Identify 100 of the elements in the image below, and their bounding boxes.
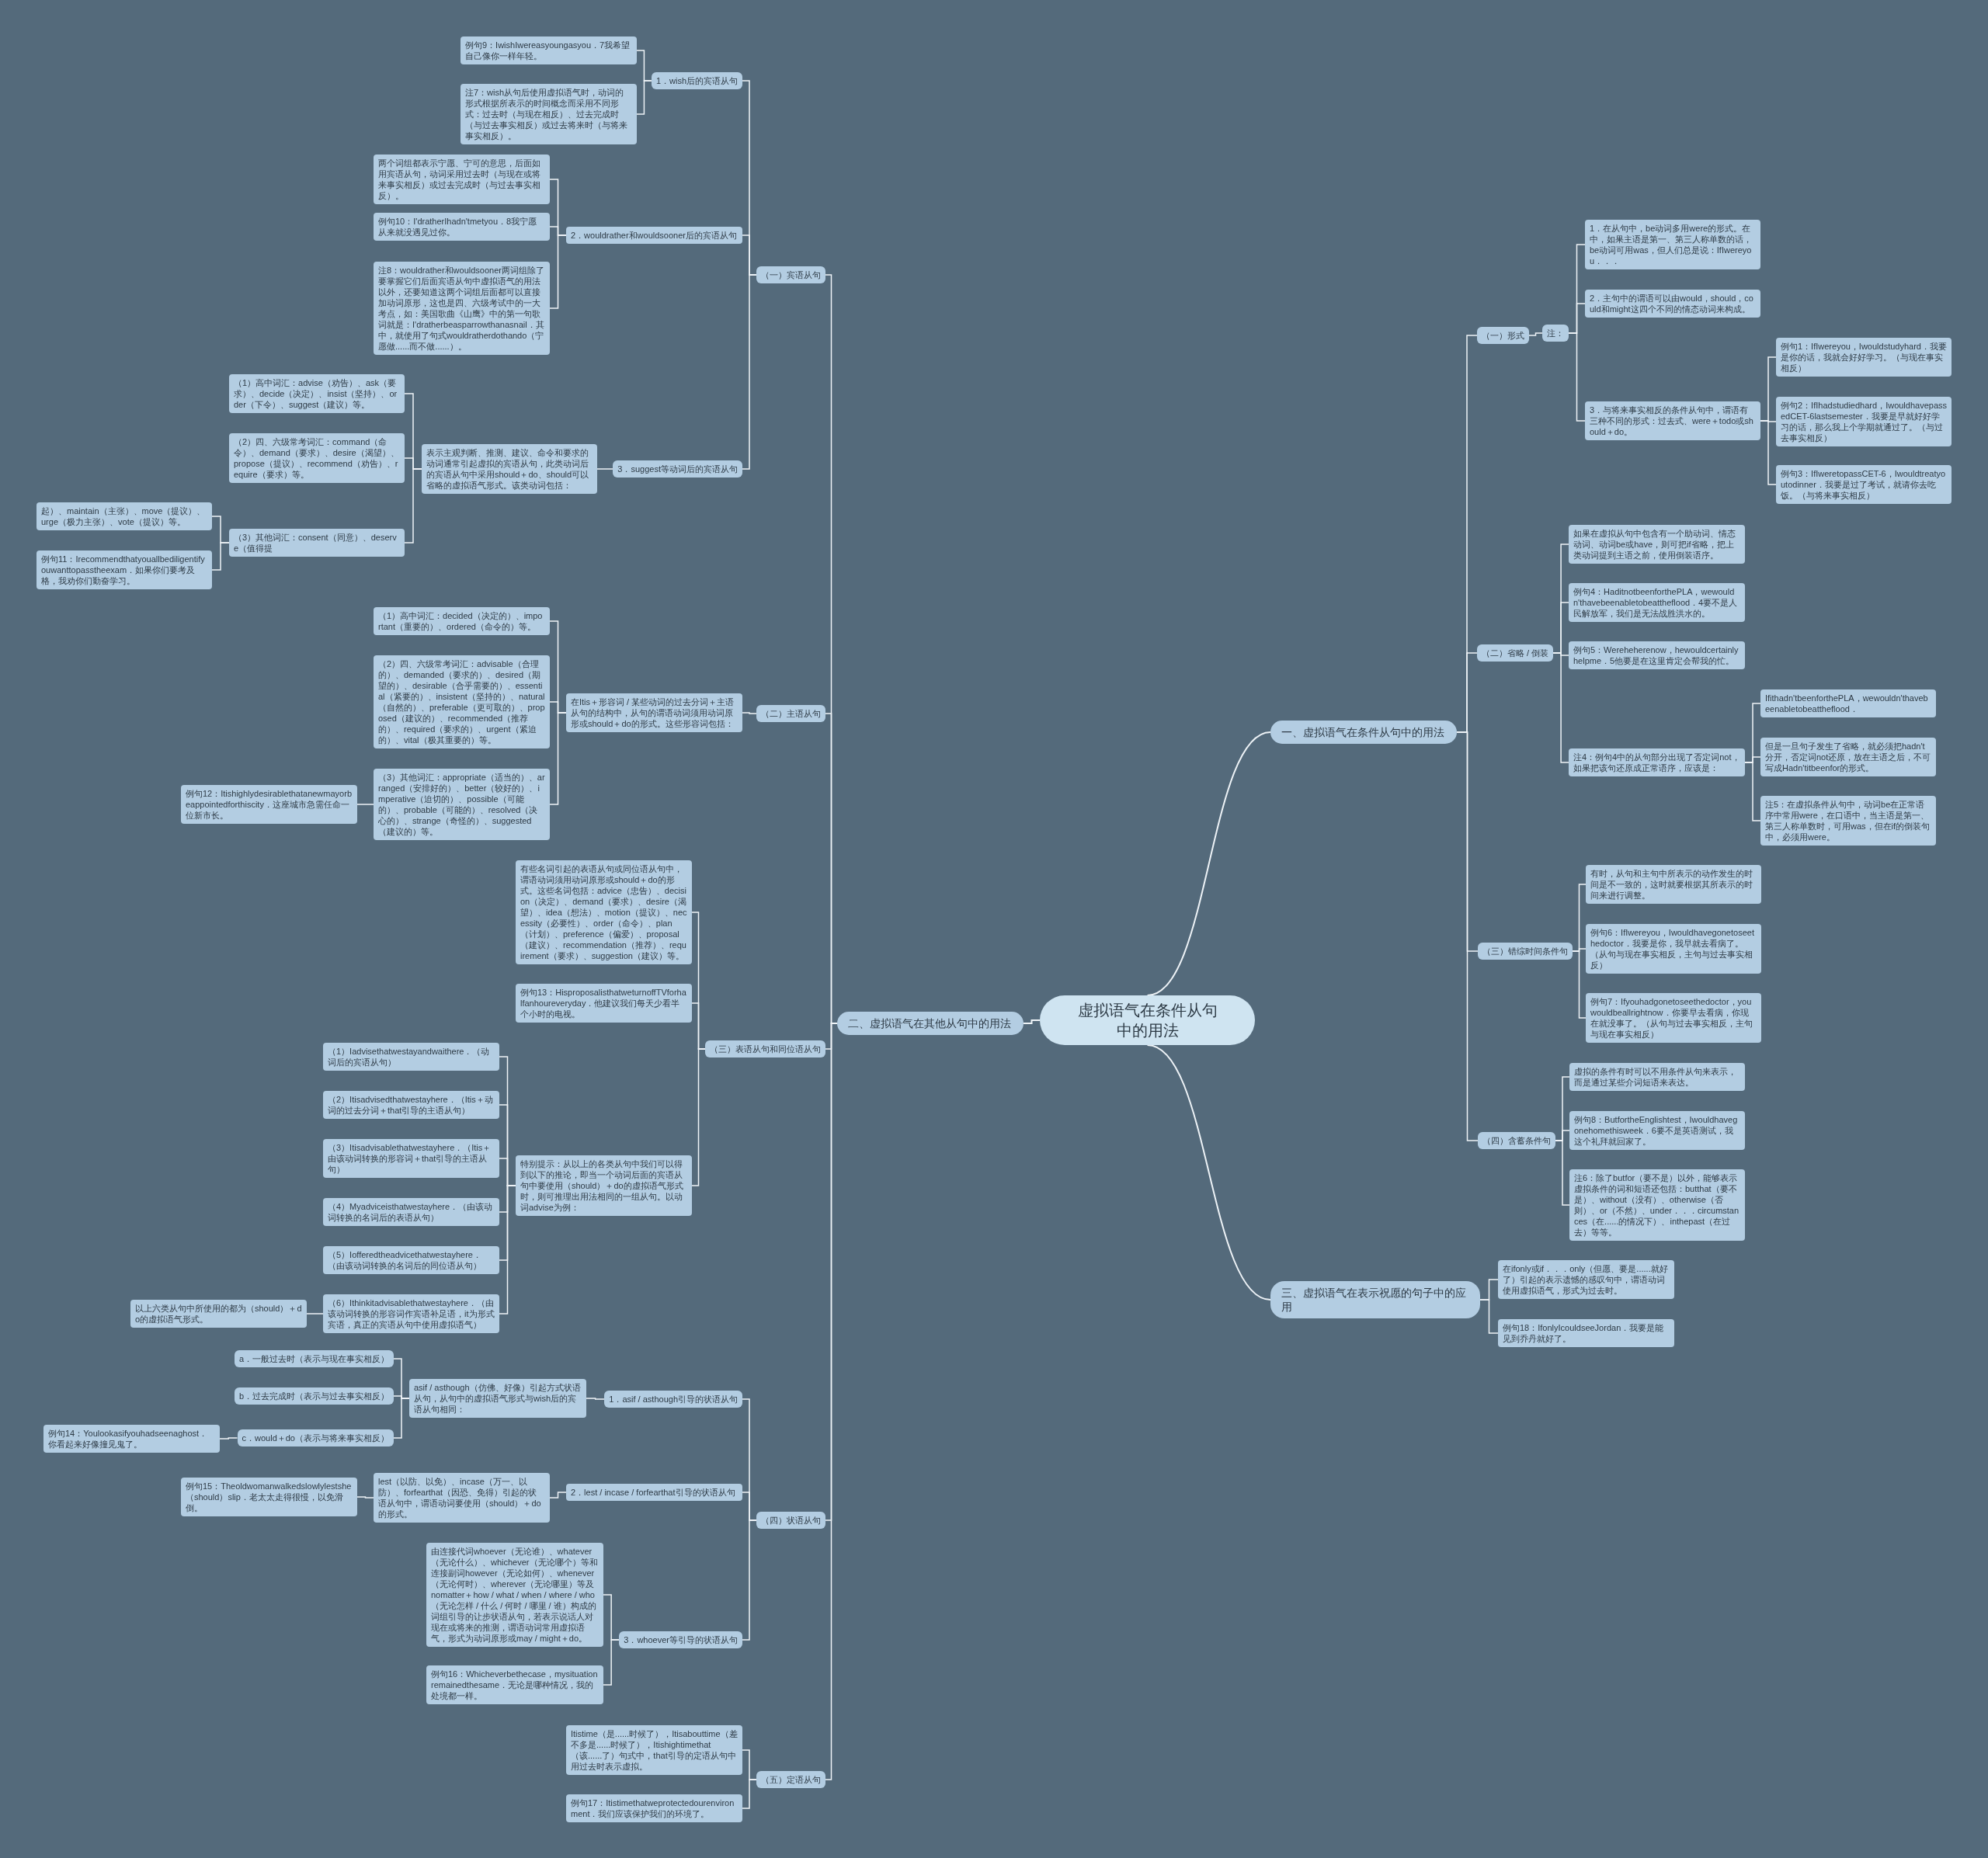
note-box: 在ifonly或if．．．only（但愿、要是......就好了）引起的表示遗憾的感叹句中，谓语动词使用虚拟语气，形式为过去时。 [1498, 1260, 1674, 1299]
connector-line [549, 1492, 567, 1499]
note-box: （6）Ithinkitadvisablethatwestayhere．（由该动词转换的形容词作宾语补足语，it为形式宾语，真正的宾语从句中使用虚拟语气） [323, 1294, 499, 1333]
connector-line [1760, 420, 1777, 485]
connector-line [691, 1048, 706, 1186]
connector-line [1146, 731, 1271, 996]
note-box: 注7：wish从句后使用虚拟语气时，动词的形式根据所表示的时间概念而采用不同形式：过去时（与现在相反）、过去完成时（与过去事实相反）或过去将来时（与将来事实相反）。 [461, 84, 637, 144]
note-box: 例句16：Whicheverbethecase，mysituationremainedthesame．无论是哪种情况，我的处境都一样。 [426, 1665, 603, 1704]
connector-line [393, 1398, 410, 1439]
note-box: 例句4：HaditnotbeenforthePLA，wewouldn'thavebeenabletobeattheflood．4要不是人民解放军，我们是无法战胜洪水的。 [1569, 583, 1745, 622]
subtopic-label: a．一般过去时（表示与现在事实相反） [234, 1350, 394, 1367]
connector-line [596, 468, 614, 470]
connector-line [404, 468, 422, 544]
subtopic-label: （一）宾语从句 [756, 266, 825, 283]
connector-line [356, 804, 374, 805]
note-box: 例句5：Wereheherenow，hewouldcertainlyhelpme．5他要是在这里肯定会帮我的忙。 [1569, 641, 1745, 669]
note-box: （3）其他词汇：appropriate（适当的）、arranged（安排好的）、better（较好的）、imperative（迫切的）、possible（可能的）、probable（可能的）、resolved（决心的）、strange（奇怪的）、suggested（建议的）等。 [374, 769, 550, 840]
note-box: 例句1：IfIwereyou，Iwouldstudyhard．我要是你的话，我就会好好学习。（与现在事实相反） [1776, 338, 1952, 377]
note-box: 两个词组都表示宁愿、宁可的意思，后面如用宾语从句，动词采用过去时（与现在或将来事实相反）或过去完成时（与过去事实相反）。 [374, 155, 550, 204]
note-box: 表示主观判断、推测、建议、命令和要求的动词通常引起虚拟的宾语从句，此类动词后的宾语从句中采用should＋do、should可以省略的虚拟语气形式。该类动词包括： [422, 444, 597, 494]
note-box: （2）Itisadvisedthatwestayhere．（Itis＋动词的过去分词＋that引导的主语从句） [323, 1091, 499, 1119]
branch-topic: 一、虚拟语气在条件从句中的用法 [1270, 721, 1457, 744]
note-box: 但是一旦句子发生了省略，就必须把hadn't分开，否定词not还原，放在主语之后，不可写成Hadn'titbeenfor的形式。 [1760, 738, 1936, 776]
note-box: 如果在虚拟从句中包含有一个助动词、情态动词、动词be或have，则可把if省略，把上类动词提到主语之前，使用倒装语序。 [1569, 525, 1745, 564]
subtopic-label: 1．asif / asthough引导的状语从句 [604, 1391, 742, 1408]
note-box: （3）其他词汇：consent（同意）、deserve（值得提 [229, 529, 405, 557]
subtopic-label: 注： [1542, 325, 1569, 342]
note-box: 例句15：Theoldwomanwalkedslowlylestshe（should）slip．老太太走得很慢，以免滑倒。 [181, 1478, 357, 1516]
subtopic-label: （一）形式 [1477, 327, 1529, 344]
connector-line [1479, 1299, 1499, 1334]
note-box: 例句13：HisproposalisthatweturnoffTVforhalfanhoureveryday．他建议我们每天少看半个小时的电视。 [516, 984, 692, 1023]
note-box: （2）四、六级常考词汇：advisable（合理的）、demanded（要求的）、desired（期望的）、desirable（合乎需要的）、essential（紧要的）、insistent（坚持的）、natural（自然的）、preferable（更可取的）、proposed（建议的）、recommended（推荐的）、required（要求的）、urgent（紧迫的）、vital（极其重要的）等。 [374, 655, 550, 748]
subtopic-label: c．would＋do（表示与将来事实相反） [237, 1429, 394, 1446]
note-box: （1）高中词汇：advise（劝告）、ask（要求）、decide（决定）、insist（坚持）、order（下令）、suggest（建议）等。 [229, 374, 405, 413]
note-box: （2）四、六级常考词汇：command（命令）、demand（要求）、desire（渴望）、propose（提议）、recommend（劝告）、require（要求）等。 [229, 433, 405, 483]
note-box: （5）Iofferedtheadvicethatwestayhere．（由该动词转换的名词后的同位语从句） [323, 1246, 499, 1274]
subtopic-label: （四）含蓄条件句 [1478, 1132, 1555, 1149]
subtopic-label: （二）省略 / 倒装 [1477, 644, 1554, 662]
connector-line [306, 1313, 324, 1314]
connector-line [1744, 762, 1761, 821]
subtopic-label: b．过去完成时（表示与过去事实相反） [234, 1387, 394, 1405]
subtopic-label: 1．wish后的宾语从句 [651, 72, 742, 89]
note-box: 例句17：Itistimethatweprotectedourenvironment．我们应该保护我们的环境了。 [566, 1794, 742, 1822]
branch-topic: 二、虚拟语气在其他从句中的用法 [837, 1012, 1024, 1035]
note-box: 例句18：IfonlyIcouldseeJordan．我要是能见到乔丹就好了。 [1498, 1319, 1674, 1347]
subtopic-label: （三）表语从句和同位语从句 [705, 1040, 825, 1057]
subtopic-label: 3．whoever等引导的状语从句 [619, 1631, 742, 1648]
note-box: 以上六类从句中所使用的都为（should）＋do的虚拟语气形式。 [130, 1300, 307, 1328]
note-box: 特别提示：从以上的各类从句中我们可以得到以下的推论，即当一个动词后面的宾语从句中要使用（should）＋do的虚拟语气形式时，则可推理出用法相同的一组从句。以动词advise为例： [516, 1155, 692, 1216]
note-box: 例句12：Itishighlydesirablethatanewmayorbeappointedforthiscity．这座城市急需任命一位新市长。 [181, 785, 357, 824]
connector-line [1555, 1140, 1570, 1206]
note-box: 2．wouldrather和wouldsooner后的宾语从句 [566, 227, 742, 244]
note-box: asif / asthough（仿佛、好像）引起方式状语从句，从句中的虚拟语气形式与wish后的宾语从句相同： [409, 1379, 586, 1418]
note-box: lest（以防、以免）、incase（万一、以防）、forfearthat（因恐、免得）引起的状语从句中，谓语动词要使用（should）＋do的形式。 [374, 1473, 550, 1523]
connector-line [549, 234, 567, 309]
note-box: Itistime（是......时候了），Itisabouttime（差不多是......时候了），Itishightimethat（该......了）句式中，that引导的定语从句中用过去时表示虚拟。 [566, 1725, 742, 1775]
connector-line [1023, 1019, 1041, 1024]
note-box: Ifithadn'tbeenforthePLA，wewouldn'thavebeenabletobeattheflood． [1760, 689, 1936, 717]
note-box: 例句10：I'dratherIhadn'tmetyou．8我宁愿从来就没遇见过你。 [374, 213, 550, 241]
note-box: 有些名词引起的表语从句或同位语从句中，谓语动词须用动词原形或should＋do的形式。这些名词包括：advice（忠告）、decision（决定）、demand（要求）、desire（渴望）、idea（想法）、motion（提议）、necessity（必要性）、order（命令）、plan（计划）、preference（偏爱）、proposal（建议）、recommendation（推荐）、requirement（要求）、suggestion（建议）等。 [516, 860, 692, 964]
note-box: 在Itis＋形容词 / 某些动词的过去分词＋主语从句的结构中，从句的谓语动词须用动词原形或should＋do的形式。这些形容词包括： [566, 693, 742, 732]
note-box: 有时，从句和主句中所表示的动作发生的时间是不一致的，这时就要根据其所表示的时间来进行调整。 [1586, 865, 1761, 904]
note-box: 起）、maintain（主张）、move（提议）、urge（极力主张）、vote（提议）等。 [36, 502, 212, 530]
note-box: 例句6：IfIwereyou，Iwouldhavegonetoseethedoctor．我要是你，我早就去看病了。（从句与现在事实相反，主句与过去事实相反） [1586, 924, 1761, 974]
subtopic-label: （五）定语从句 [756, 1771, 825, 1788]
central-topic: 虚拟语气在条件从句中的用法 [1040, 995, 1255, 1045]
note-box: 注6：除了butfor（要不是）以外，能够表示虚拟条件的词和短语还包括：butthat（要不是）、without（没有）、otherwise（否则）、or（不然）、under．．．circumstances（在......的情况下）、inthepast（在过去）等等。 [1569, 1169, 1745, 1241]
note-box: 例句8：ButfortheEnglishtest，Iwouldhavegonehomethisweek．6要不是英语测试，我这个礼拜就回家了。 [1569, 1111, 1745, 1150]
note-box: 例句7：Ifyouhadgonetoseethedoctor，youwouldbeallrightnow．你要早去看病，你现在就没事了。（从句与过去事实相反，主句与现在事实相反） [1586, 993, 1761, 1043]
note-box: 例句11：Irecommendthatyouallbediligentifyouwanttopasstheexam．如果你们要考及格，我劝你们勤奋学习。 [36, 550, 212, 589]
note-box: 注5：在虚拟条件从句中，动词be在正常语序中常用were，在口语中，当主语是第一、第三人称单数时，可用was，但在if的倒装句中，必须用were。 [1760, 796, 1936, 846]
note-box: 例句9：IwishIwereasyoungasyou．7我希望自己像你一样年轻。 [461, 36, 637, 64]
note-box: 注4：例句4中的从句部分出现了否定词not，如果把该句还原成正常语序，应该是： [1569, 748, 1745, 776]
note-box: （3）Itisadvisablethatwestayhere．（Itis＋由该动词转换的形容词＋that引导的主语从句） [323, 1139, 499, 1178]
note-box: 例句14：Youlookasifyouhadseenaghost．你看起来好像撞见鬼了。 [43, 1425, 220, 1453]
connector-line [1568, 332, 1586, 422]
subtopic-label: （二）主语从句 [756, 705, 825, 722]
connector-line [499, 1185, 516, 1314]
connector-line [1146, 1044, 1271, 1301]
connector-line [742, 712, 757, 714]
note-box: 例句2：IfIhadstudiedhard，IwouldhavepassedCET-6lastsemester．我要是早就好好学习的话，那么我上个学期就通过了。（与过去事实相反） [1776, 397, 1952, 446]
branch-topic: 三、虚拟语气在表示祝愿的句子中的应用 [1270, 1281, 1480, 1318]
connector-line [1572, 950, 1587, 1019]
note-box: 注8：wouldrather和wouldsooner两词组除了要掌握它们后面宾语从句中虚拟语气的用法以外，还要知道这两个词组后面都可以直接加动词原形，这也是四、六级考试中的一大考点，如：美国歌曲《山鹰》中的第一句歌词就是：I'dratherbeasparrowthanasnail．其中，就使用了句式wouldratherdothando（宁愿做......而不做......）。 [374, 262, 550, 355]
connector-line [549, 712, 567, 805]
note-box: 1．在从句中，be动词多用were的形式。在中，如果主语是第一、第三人称单数的话，be动词可用was，但人们总是说：IfIwereyou．．． [1585, 220, 1760, 269]
note-box: （1）Iadvisethatwestayandwaithere．（动词后的宾语从句） [323, 1043, 499, 1071]
connector-line [742, 1779, 757, 1809]
connector-line [586, 1398, 606, 1400]
connector-line [742, 274, 757, 470]
connector-line [1528, 332, 1543, 336]
connector-line [603, 1639, 620, 1686]
connector-line [742, 1519, 757, 1641]
note-box: （4）Myadviceisthatwestayhere．（由该动词转换的名词后的表语从句） [323, 1198, 499, 1226]
subtopic-label: 3．suggest等动词后的宾语从句 [613, 460, 742, 478]
subtopic-label: （三）错综时间条件句 [1478, 943, 1573, 960]
connector-line [636, 80, 652, 115]
note-box: 2．lest / incase / forfearthat引导的状语从句 [566, 1484, 742, 1501]
connector-line [219, 1437, 238, 1440]
subtopic-label: （四）状语从句 [756, 1512, 825, 1529]
